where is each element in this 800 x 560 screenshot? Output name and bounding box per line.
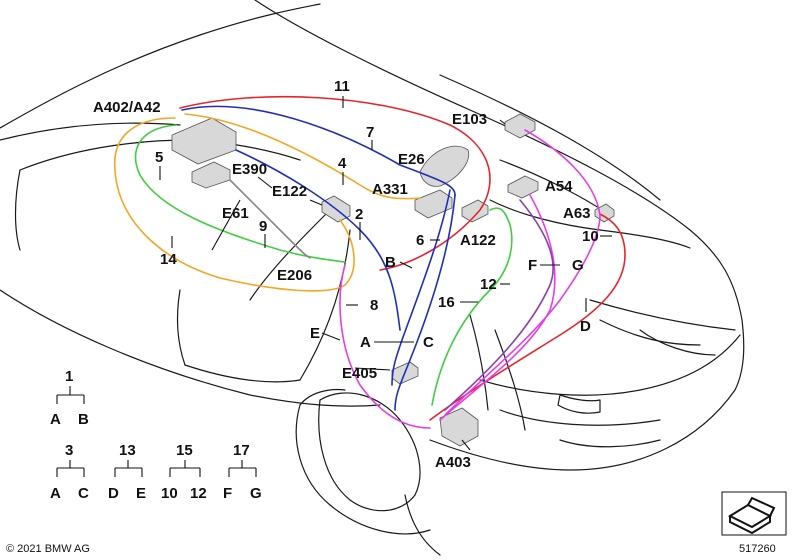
copyright-text: © 2021 BMW AG bbox=[6, 543, 90, 555]
label-e206: E206 bbox=[277, 267, 312, 284]
label-g: G bbox=[572, 257, 584, 274]
label-9: 9 bbox=[259, 218, 267, 235]
legend-parent: 13 bbox=[119, 442, 136, 459]
legend-parent: 1 bbox=[65, 368, 73, 385]
legend-left: A bbox=[50, 411, 61, 428]
legend-group-13: 13 D E bbox=[108, 442, 146, 502]
legend-right: E bbox=[136, 485, 146, 502]
label-11: 11 bbox=[334, 78, 350, 95]
module-e26 bbox=[419, 145, 470, 187]
label-e390: E390 bbox=[232, 161, 267, 178]
module-a403 bbox=[439, 407, 479, 447]
wire-blue-roof bbox=[181, 105, 456, 196]
label-a54: A54 bbox=[545, 178, 573, 195]
legend-group-1: 1 A B bbox=[50, 368, 89, 428]
wire-orange-loop bbox=[113, 117, 355, 292]
label-16: 16 bbox=[438, 294, 455, 311]
wire-grey-e206 bbox=[229, 179, 311, 259]
label-5: 5 bbox=[155, 149, 163, 166]
legend-parent: 17 bbox=[233, 442, 250, 459]
module-a331 bbox=[414, 189, 453, 219]
car-view-indicator-icon bbox=[721, 491, 787, 536]
wire-green-loop bbox=[134, 124, 346, 263]
wire-red-roof bbox=[179, 95, 491, 271]
legend-left: 10 bbox=[161, 485, 178, 502]
label-f: F bbox=[528, 257, 537, 274]
wire-green-rear bbox=[431, 207, 513, 406]
module-a122 bbox=[461, 199, 489, 223]
car-body-outline bbox=[0, 0, 745, 556]
legend-right: 12 bbox=[190, 485, 207, 502]
label-6: 6 bbox=[416, 232, 424, 249]
label-a122: A122 bbox=[460, 232, 496, 249]
leader-lines bbox=[159, 96, 612, 451]
legend-left: F bbox=[223, 485, 232, 502]
label-8: 8 bbox=[370, 297, 378, 314]
module-a54 bbox=[507, 175, 539, 199]
legend-right: B bbox=[78, 411, 89, 428]
label-e: E bbox=[310, 325, 320, 342]
legend-right: C bbox=[78, 485, 89, 502]
label-2: 2 bbox=[355, 206, 363, 223]
label-a: A bbox=[360, 334, 371, 351]
wire-blue-down2 bbox=[391, 189, 451, 386]
wire-magenta-a54 bbox=[439, 194, 556, 421]
legend: 1 A B 3 A C 13 D E 15 10 12 17 bbox=[50, 368, 262, 502]
label-d: D bbox=[580, 318, 591, 335]
label-e26: E26 bbox=[398, 151, 425, 168]
label-b: B bbox=[385, 254, 396, 271]
legend-group-15: 15 10 12 bbox=[161, 442, 207, 502]
components bbox=[171, 113, 615, 447]
label-4: 4 bbox=[338, 155, 347, 172]
diagram-number: 517260 bbox=[739, 543, 776, 555]
label-10: 10 bbox=[582, 228, 599, 245]
label-14: 14 bbox=[160, 251, 177, 268]
label-a331: A331 bbox=[372, 181, 408, 198]
legend-parent: 15 bbox=[176, 442, 193, 459]
wire-orange-roof bbox=[184, 113, 421, 200]
label-a402-a42: A402/A42 bbox=[93, 99, 161, 116]
label-a403: A403 bbox=[435, 454, 471, 471]
wire-magenta-front bbox=[339, 264, 431, 429]
label-e122: E122 bbox=[272, 183, 307, 200]
label-12: 12 bbox=[480, 276, 497, 293]
wire-purple bbox=[444, 199, 554, 411]
label-e405: E405 bbox=[342, 365, 377, 382]
footer: © 2021 BMW AG 517260 bbox=[6, 543, 776, 555]
legend-group-3: 3 A C bbox=[50, 442, 89, 502]
legend-parent: 3 bbox=[65, 442, 73, 459]
wire-harnesses bbox=[113, 95, 626, 429]
legend-group-17: 17 F G bbox=[223, 442, 262, 502]
wire-magenta-e103 bbox=[444, 129, 601, 416]
label-e61: E61 bbox=[222, 205, 249, 222]
module-e390 bbox=[191, 161, 231, 189]
callout-labels: A402/A42 11 E103 7 5 E26 4 E390 E122 A33… bbox=[93, 78, 599, 471]
label-c: C bbox=[423, 334, 434, 351]
label-a63: A63 bbox=[563, 205, 591, 222]
legend-left: D bbox=[108, 485, 119, 502]
legend-right: G bbox=[250, 485, 262, 502]
module-a402-a42 bbox=[171, 117, 237, 165]
wire-blue-down bbox=[394, 194, 456, 411]
legend-left: A bbox=[50, 485, 61, 502]
label-e103: E103 bbox=[452, 111, 487, 128]
label-7: 7 bbox=[366, 124, 374, 141]
